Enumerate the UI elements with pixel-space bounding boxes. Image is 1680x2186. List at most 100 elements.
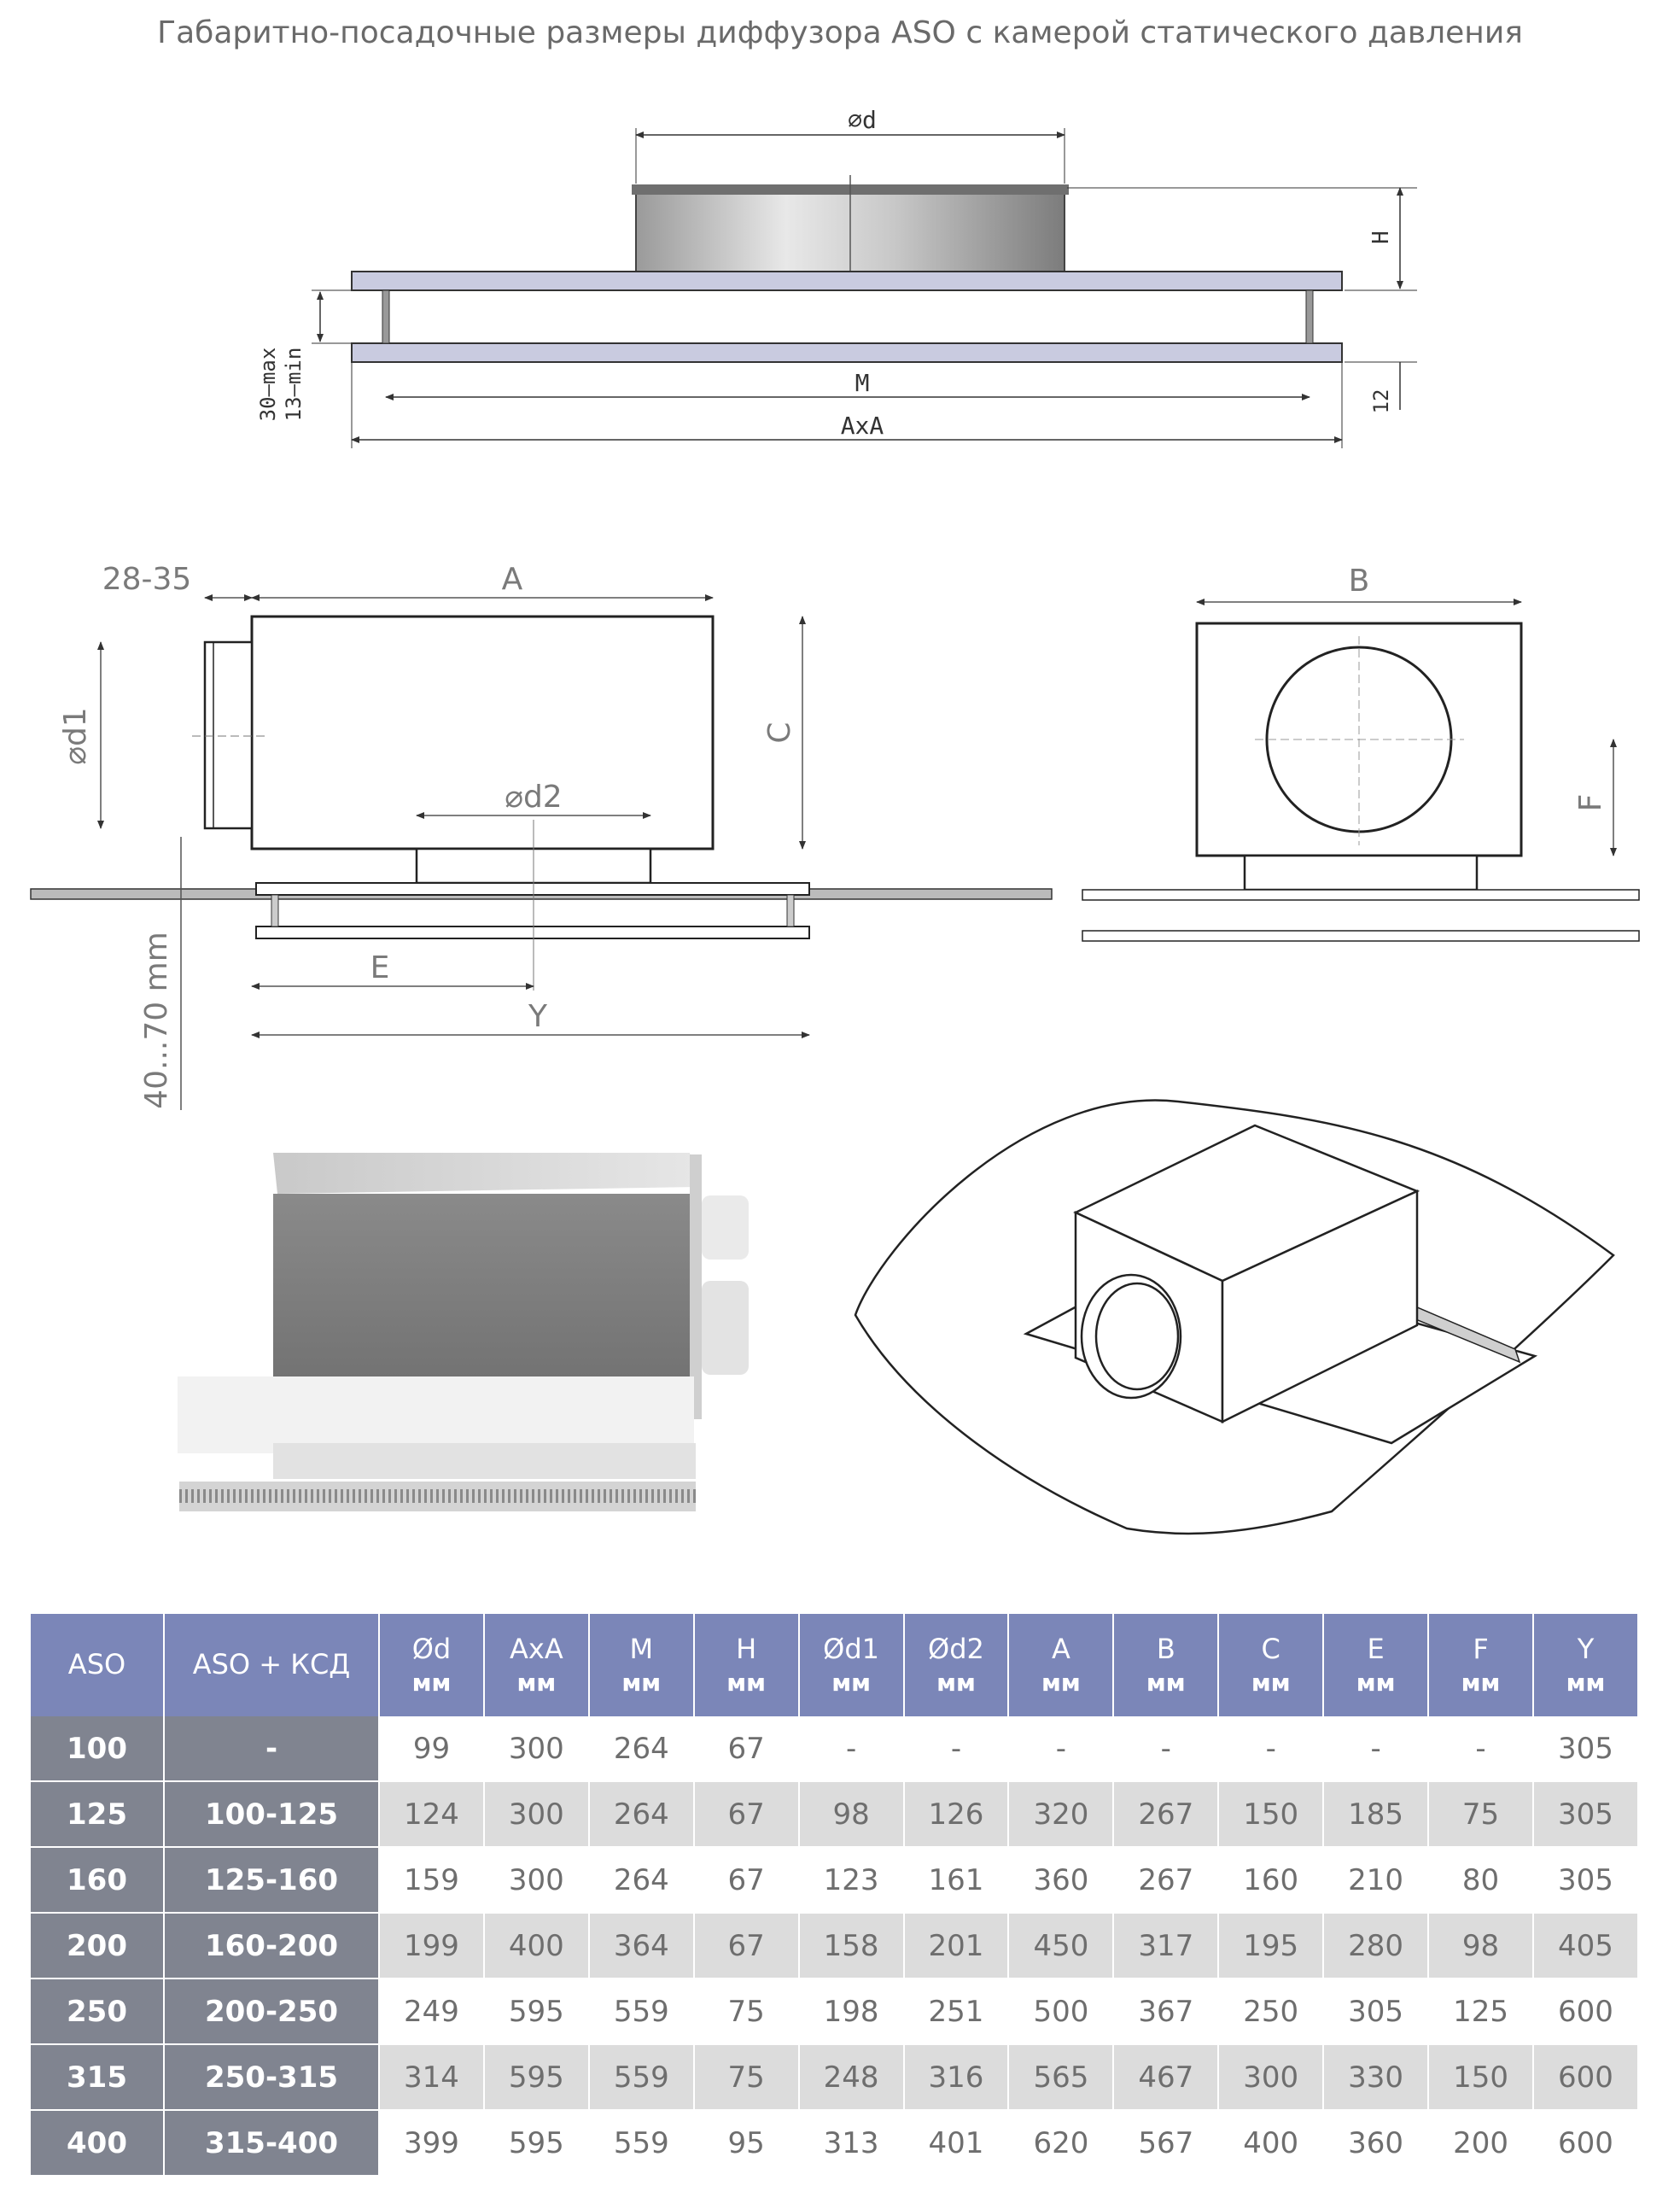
row-key-cell: 200	[31, 1913, 165, 1979]
table-cell: 305	[1323, 1979, 1430, 2045]
isometric-sketch	[854, 1099, 1615, 1535]
table-cell: 98	[1428, 1913, 1534, 1979]
table-cell: 249	[379, 1979, 485, 2045]
table-cell: 559	[588, 2110, 695, 2177]
table-cell: 267	[1113, 1781, 1220, 1848]
col-header: ASO	[31, 1614, 165, 1716]
table-cell: 313	[798, 2110, 905, 2177]
table-cell: 200	[1428, 2110, 1534, 2177]
table-cell: 264	[588, 1847, 695, 1914]
table-cell: 158	[798, 1913, 905, 1979]
table-cell: 150	[1218, 1781, 1325, 1848]
table-cell: -	[1218, 1716, 1325, 1782]
row-key-cell: 160	[31, 1847, 165, 1914]
top-view: ⌀d H 30–max 13–min M AxA 12	[256, 106, 1417, 448]
dim-axa-label: AxA	[841, 412, 884, 440]
side-spigot	[203, 640, 254, 830]
table-cell: -	[903, 1716, 1010, 1782]
table-cell: 316	[903, 2044, 1010, 2111]
table-cell: 199	[379, 1913, 485, 1979]
table-cell: 67	[693, 1716, 800, 1782]
table-cell: 251	[903, 1979, 1010, 2045]
table-cell: 185	[1323, 1781, 1430, 1848]
dim-c-label: C	[762, 722, 797, 743]
dim-d2-label: ⌀d2	[505, 780, 562, 815]
table-cell: 400	[483, 1913, 590, 1979]
row-key-cell: 200-250	[164, 1979, 380, 2045]
page-title: Габаритно-посадочные размеры диффузора A…	[157, 15, 1523, 50]
dim-m-label: M	[855, 369, 870, 397]
table-cell: 360	[1323, 2110, 1430, 2177]
table-cell: 264	[588, 1716, 695, 1782]
table-cell: 198	[798, 1979, 905, 2045]
table-cell: -	[798, 1716, 905, 1782]
table-cell: 195	[1218, 1913, 1325, 1979]
row-key-cell: 250-315	[164, 2044, 380, 2111]
table-cell: 99	[379, 1716, 485, 1782]
table-cell: 300	[1218, 2044, 1325, 2111]
dim-mm-label: 40...70 mm	[139, 932, 174, 1109]
table-cell: 75	[693, 2044, 800, 2111]
row-key-cell: 315-400	[164, 2110, 380, 2177]
table-cell: 264	[588, 1781, 695, 1848]
table-cell: 620	[1008, 2110, 1115, 2177]
row-key-cell: 125	[31, 1781, 165, 1848]
table-cell: 314	[379, 2044, 485, 2111]
table-cell: 75	[1428, 1781, 1534, 1848]
technical-drawing: ⌀d H 30–max 13–min M AxA 12 A 28-	[30, 106, 1640, 1535]
table-cell: 160	[1218, 1847, 1325, 1914]
table-cell: -	[1428, 1716, 1534, 1782]
table-cell: 467	[1113, 2044, 1220, 2111]
table-cell: 124	[379, 1781, 485, 1848]
table-cell: 567	[1113, 2110, 1220, 2177]
table-cell: 300	[483, 1847, 590, 1914]
table-cell: 600	[1532, 2044, 1640, 2111]
table-cell: 267	[1113, 1847, 1220, 1914]
table-cell: 300	[483, 1716, 590, 1782]
table-cell: 305	[1532, 1781, 1640, 1848]
row-key-cell: 160-200	[164, 1913, 380, 1979]
dim-h-label: H	[1368, 231, 1394, 244]
table-cell: 80	[1428, 1847, 1534, 1914]
side-view: A 28-35 ⌀d1 C ⌀d2 E Y 40...70 mm	[30, 562, 1053, 1110]
table-cell: 305	[1532, 1716, 1640, 1782]
table-cell: 595	[483, 1979, 590, 2045]
table-cell: 595	[483, 2110, 590, 2177]
table-cell: 95	[693, 2110, 800, 2177]
table-cell: 565	[1008, 2044, 1115, 2111]
front-view: B F	[1082, 564, 1640, 942]
table-cell: 159	[379, 1847, 485, 1914]
row-key-cell: 400	[31, 2110, 165, 2177]
row-key-cell: 100-125	[164, 1781, 380, 1848]
row-key-cell: 100	[31, 1716, 165, 1782]
bottom-plate	[351, 342, 1343, 363]
table-cell: 123	[798, 1847, 905, 1914]
dim-f-label: F	[1573, 794, 1608, 812]
dim-min-label: 13–min	[282, 348, 306, 422]
dim-range-label: 28-35	[102, 562, 192, 597]
table-cell: 201	[903, 1913, 1010, 1979]
render-photo	[178, 1153, 749, 1511]
top-plate	[351, 271, 1343, 291]
table-cell: 248	[798, 2044, 905, 2111]
table-cell: 305	[1532, 1847, 1640, 1914]
table-cell: 67	[693, 1781, 800, 1848]
row-key-cell: 315	[31, 2044, 165, 2111]
table-cell: 559	[588, 2044, 695, 2111]
dim-y-label: Y	[528, 999, 548, 1034]
table-cell: 595	[483, 2044, 590, 2111]
table-cell: 401	[903, 2110, 1010, 2177]
dim-d-label: ⌀d	[848, 106, 877, 134]
table-cell: 320	[1008, 1781, 1115, 1848]
